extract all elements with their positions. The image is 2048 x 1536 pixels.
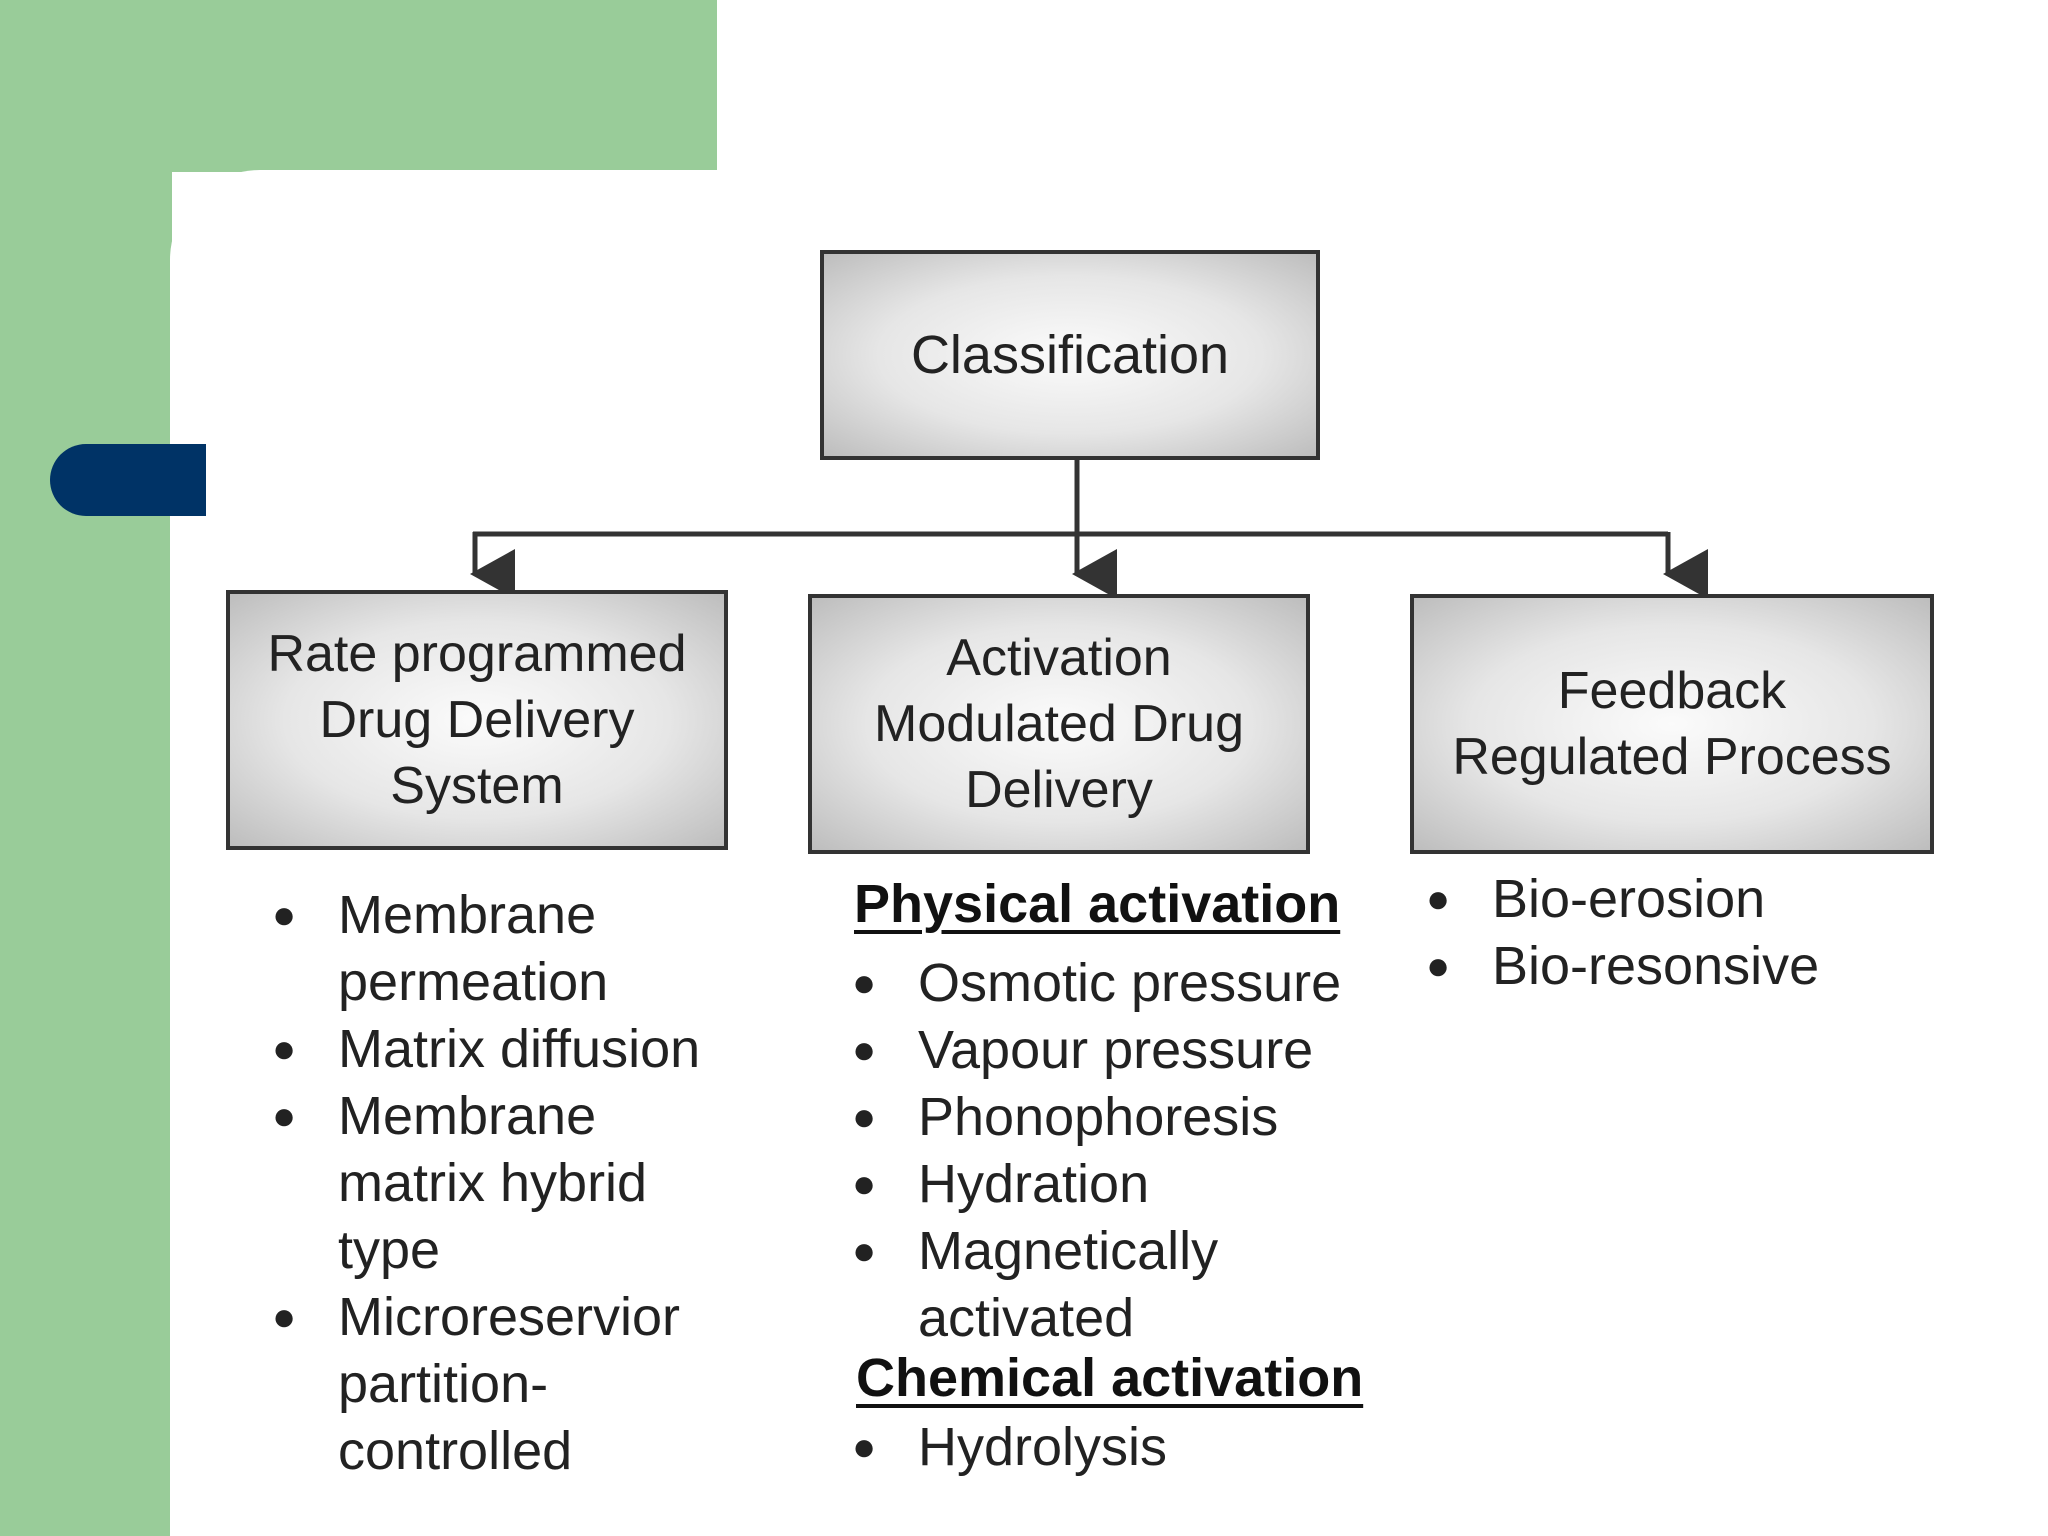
classification-box: Classification	[820, 250, 1320, 460]
bullet-icon: ●	[852, 1028, 877, 1072]
bullet-icon: ●	[272, 893, 297, 937]
green-decor-left	[0, 0, 172, 1536]
bullet-icon: ●	[852, 961, 877, 1005]
list-item: ●Hydrolysis	[846, 1414, 1366, 1481]
list-item: ●Membrane permeation	[266, 882, 726, 1016]
list-item: ●Hydration	[846, 1151, 1366, 1218]
rate-programmed-list: ●Membrane permeation ●Matrix diffusion ●…	[266, 882, 726, 1485]
bullet-icon: ●	[272, 1094, 297, 1138]
bullet-icon: ●	[1426, 877, 1451, 921]
physical-activation-heading: Physical activation	[854, 874, 1341, 934]
classification-label: Classification	[910, 325, 1230, 385]
chemical-activation-heading: Chemical activation	[856, 1348, 1364, 1408]
list-item: ●Microreservior partition-controlled	[266, 1284, 726, 1485]
list-item: ●Phonophoresis	[846, 1084, 1366, 1151]
blue-tab-decor	[50, 444, 206, 516]
chemical-activation-list: ●Hydrolysis	[846, 1414, 1366, 1481]
list-item: ●Matrix diffusion	[266, 1016, 726, 1083]
list-item: ●Bio-resonsive	[1420, 933, 1940, 1000]
feedback-regulated-list: ●Bio-erosion ●Bio-resonsive	[1420, 866, 1940, 1000]
list-item: ●Bio-erosion	[1420, 866, 1940, 933]
rate-programmed-label: Rate programmed Drug Delivery System	[267, 625, 687, 815]
rate-programmed-box: Rate programmed Drug Delivery System	[226, 590, 728, 850]
bullet-icon: ●	[852, 1425, 877, 1469]
bullet-icon: ●	[852, 1162, 877, 1206]
list-item: ●Vapour pressure	[846, 1017, 1366, 1084]
feedback-regulated-label: Feedback Regulated Process	[1452, 662, 1892, 786]
list-item: ●Magnetically activated	[846, 1218, 1366, 1352]
activation-modulated-box: Activation Modulated Drug Delivery	[808, 594, 1310, 854]
bullet-icon: ●	[852, 1095, 877, 1139]
bullet-icon: ●	[1426, 944, 1451, 988]
physical-activation-list: ●Osmotic pressure ●Vapour pressure ●Phon…	[846, 950, 1366, 1352]
bullet-icon: ●	[852, 1229, 877, 1273]
bullet-icon: ●	[272, 1295, 297, 1339]
list-item: ●Osmotic pressure	[846, 950, 1366, 1017]
list-item: ●Membrane matrix hybrid type	[266, 1083, 726, 1284]
bullet-icon: ●	[272, 1027, 297, 1071]
activation-modulated-label: Activation Modulated Drug Delivery	[874, 629, 1244, 819]
feedback-regulated-box: Feedback Regulated Process	[1410, 594, 1934, 854]
